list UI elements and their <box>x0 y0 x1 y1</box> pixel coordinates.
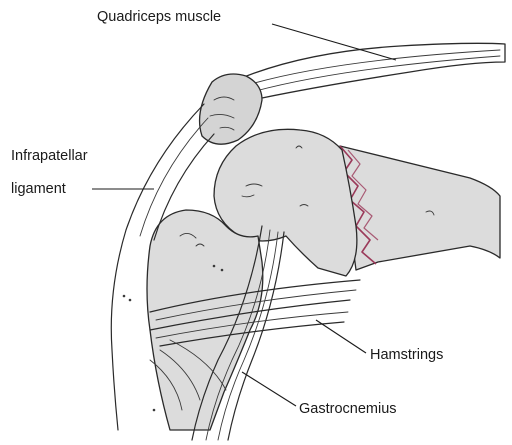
label-ligament: ligament <box>11 182 66 197</box>
label-hamstrings: Hamstrings <box>370 348 443 363</box>
femur-shaft <box>340 146 500 270</box>
leader-hamstrings <box>316 320 366 353</box>
tibia-dot-1 <box>213 265 216 268</box>
leader-gastrocnemius <box>242 372 296 406</box>
tibia-dot-4 <box>123 295 126 298</box>
tibia-dot-5 <box>153 409 156 412</box>
patella <box>200 74 262 144</box>
label-quadriceps-muscle: Quadriceps muscle <box>97 10 221 25</box>
label-gastrocnemius: Gastrocnemius <box>299 402 397 417</box>
tibia-dot-2 <box>221 269 224 272</box>
label-infrapatellar: Infrapatellar <box>11 149 88 164</box>
tibia-dot-3 <box>129 299 132 302</box>
